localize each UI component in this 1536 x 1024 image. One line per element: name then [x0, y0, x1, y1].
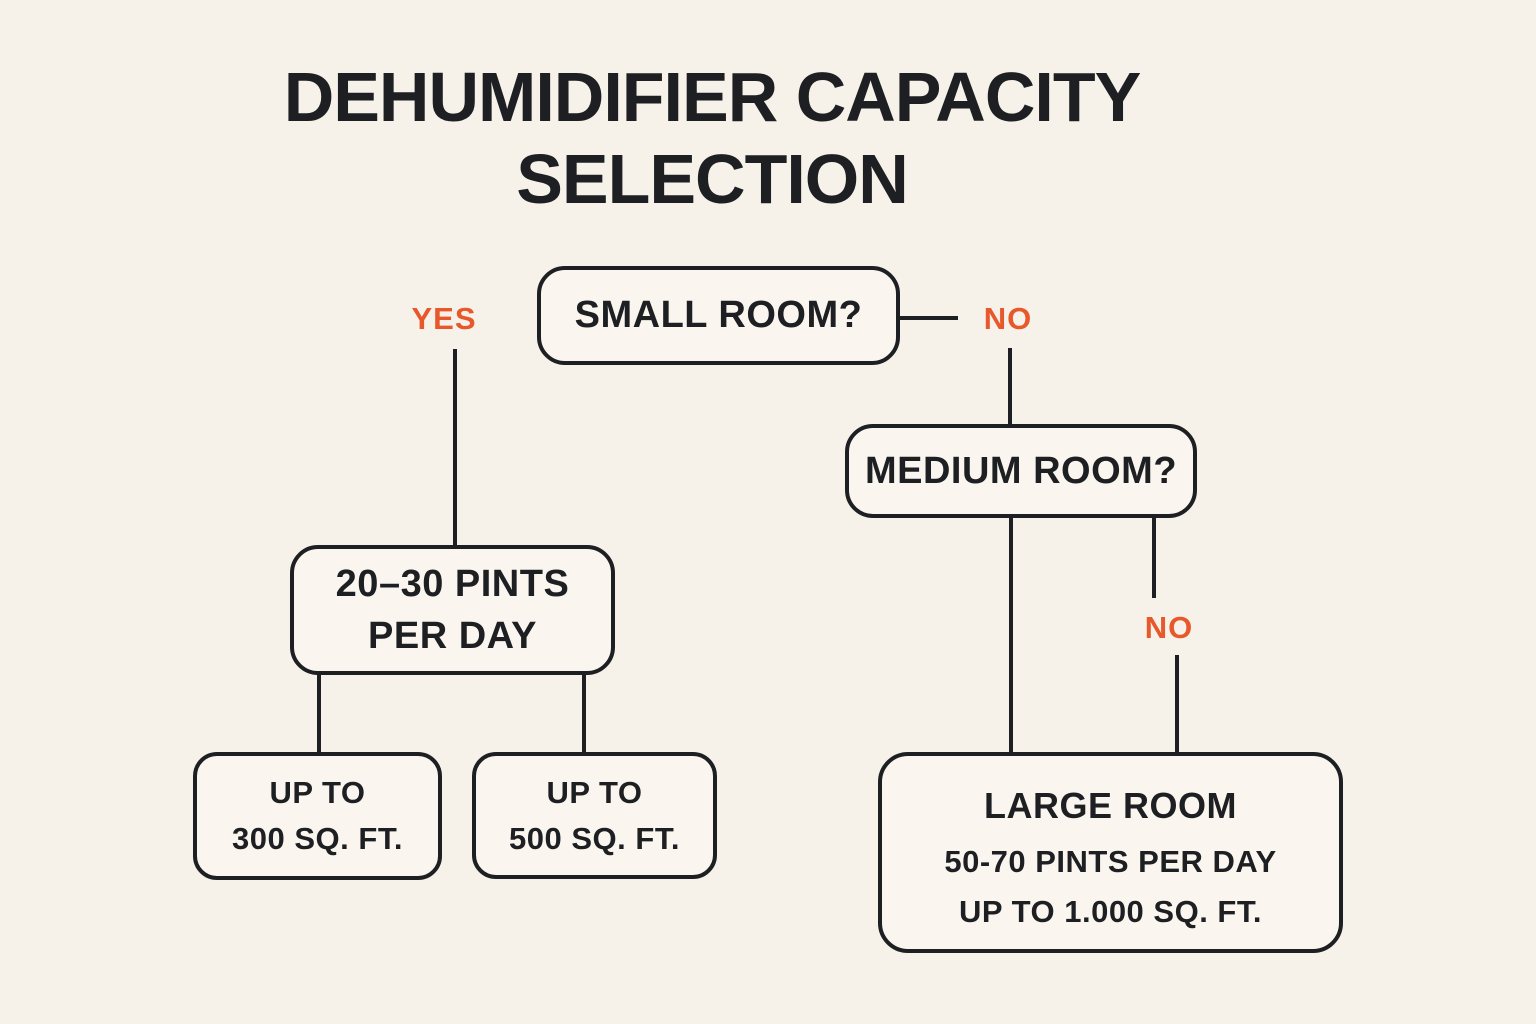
- result-large-room-title: LARGE ROOM: [984, 784, 1237, 826]
- edge-label-no-bottom: NO: [1144, 610, 1194, 645]
- result-20-30-pints-line2: PER DAY: [368, 615, 537, 657]
- page-title-line1: DEHUMIDIFIER CAPACITY: [283, 58, 1142, 136]
- result-large-room: LARGE ROOM 50-70 PINTS PER DAY UP TO 1.0…: [878, 752, 1343, 953]
- result-up-to-500: UP TO 500 SQ. FT.: [472, 752, 717, 879]
- result-up-to-500-line2: 500 SQ. FT.: [509, 820, 680, 856]
- decision-medium-room: MEDIUM ROOM?: [845, 424, 1197, 518]
- result-20-30-pints-line1: 20–30 PINTS: [335, 563, 570, 605]
- result-up-to-300-line2: 300 SQ. FT.: [232, 821, 403, 856]
- edge-line-pints-to-500: [582, 675, 586, 752]
- edge-line-medium-yes-down: [1009, 518, 1013, 752]
- result-large-room-line2: UP TO 1.000 SQ. FT.: [959, 893, 1262, 929]
- decision-medium-room-label: MEDIUM ROOM?: [864, 449, 1178, 492]
- edge-line-medium-no-lower: [1175, 655, 1179, 752]
- edge-line-no-down: [1008, 348, 1012, 424]
- result-up-to-500-line1: UP TO: [546, 774, 643, 810]
- edge-line-pints-to-300: [317, 675, 321, 752]
- edge-line-medium-no-upper: [1152, 518, 1156, 598]
- page-title-line2: SELECTION: [516, 140, 909, 218]
- edge-line-yes-down: [453, 349, 457, 545]
- edge-line-small-no-right: [900, 316, 958, 320]
- page-title: DEHUMIDIFIER CAPACITY SELECTION: [112, 56, 1312, 220]
- result-20-30-pints: 20–30 PINTS PER DAY: [290, 545, 615, 675]
- result-up-to-300-line1: UP TO: [269, 775, 366, 810]
- result-up-to-300: UP TO 300 SQ. FT.: [193, 752, 442, 880]
- decision-small-room: SMALL ROOM?: [537, 266, 900, 365]
- result-large-room-line1: 50-70 PINTS PER DAY: [944, 843, 1277, 879]
- decision-small-room-label: SMALL ROOM?: [574, 294, 863, 336]
- edge-label-no-top: NO: [983, 301, 1033, 336]
- edge-label-yes: YES: [411, 301, 477, 336]
